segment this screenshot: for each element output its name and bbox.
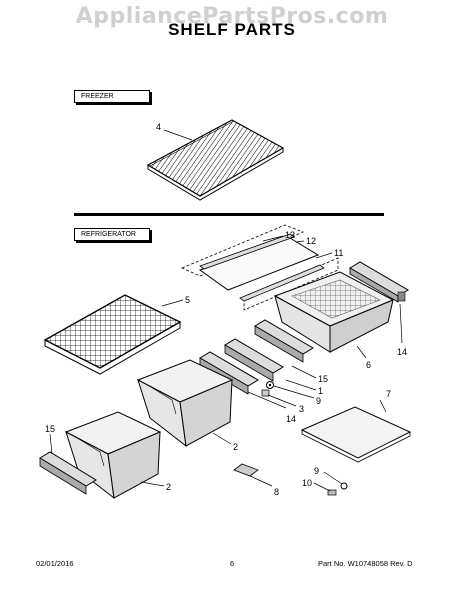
- crisper-cover-panel: [300, 406, 412, 463]
- callout-13: 13: [285, 230, 295, 240]
- leader-line-14-upper: [399, 303, 403, 344]
- deli-drawer: [273, 271, 395, 353]
- leader-line-5: [161, 299, 184, 307]
- footer-page-number: 6: [230, 559, 235, 568]
- callout-2-upper: 2: [233, 442, 238, 452]
- leader-line-11: [315, 252, 333, 259]
- leader-line-4: [163, 129, 193, 141]
- page-title: SHELF PARTS: [168, 20, 296, 39]
- footer-date: 02/01/2016: [36, 559, 74, 568]
- callout-12: 12: [306, 236, 316, 246]
- leader-line-15-rail: [291, 365, 317, 379]
- leader-line-14-lower: [247, 391, 287, 409]
- glass-shelf-frame-outline: [180, 224, 339, 311]
- cover-support-screws: [327, 482, 348, 496]
- leader-line-15-trim: [49, 433, 53, 455]
- crisper-drawer-lower: [64, 411, 162, 500]
- callout-14-upper: 14: [397, 347, 407, 357]
- leader-line-9-lower: [323, 471, 343, 485]
- drawer-front-trim: [39, 451, 97, 495]
- callout-7: 7: [386, 389, 391, 399]
- drawer-slide-rail-right: [349, 261, 409, 303]
- callout-15-rail: 15: [318, 374, 328, 384]
- leader-line-1: [285, 379, 317, 391]
- footer-part-number: Part No. W10748058 Rev. D: [318, 559, 413, 568]
- drawer-support-rails: [224, 319, 314, 382]
- callout-2-lower: 2: [166, 482, 171, 492]
- callout-15-trim: 15: [45, 424, 55, 434]
- leader-line-10: [313, 482, 331, 492]
- callout-6: 6: [366, 360, 371, 370]
- callout-14-lower: 14: [286, 414, 296, 424]
- callout-8: 8: [274, 487, 279, 497]
- leader-line-13: [262, 235, 284, 242]
- leader-line-9-upper: [273, 385, 315, 399]
- freezer-section-label: FREEZER: [74, 90, 150, 103]
- callout-10: 10: [302, 478, 312, 488]
- refrigerator-section-label: REFRIGERATOR: [74, 228, 150, 241]
- leader-line-2-lower: [140, 481, 165, 487]
- callout-9-upper: 9: [316, 396, 321, 406]
- refrigerator-wire-shelf: [43, 294, 182, 375]
- callout-3: 3: [299, 404, 304, 414]
- watermark: AppliancePartsPros.com: [75, 4, 389, 29]
- callout-4: 4: [156, 122, 161, 132]
- leader-line-12: [295, 240, 305, 243]
- leader-line-3: [267, 394, 297, 407]
- callout-9-lower: 9: [314, 466, 319, 476]
- crisper-drawer-upper: [136, 359, 234, 448]
- callout-11: 11: [334, 248, 343, 258]
- callout-5: 5: [185, 295, 190, 305]
- roller-and-clip: [261, 381, 274, 397]
- leader-line-6: [356, 345, 367, 359]
- glass-shelf: [198, 233, 325, 302]
- freezer-wire-shelf: [146, 119, 285, 201]
- leader-line-8: [249, 475, 273, 487]
- section-divider: [74, 213, 384, 216]
- callout-1: 1: [318, 386, 323, 396]
- leader-line-2-upper: [212, 432, 232, 445]
- leader-line-7: [379, 399, 387, 413]
- shelf-clip: [233, 463, 259, 477]
